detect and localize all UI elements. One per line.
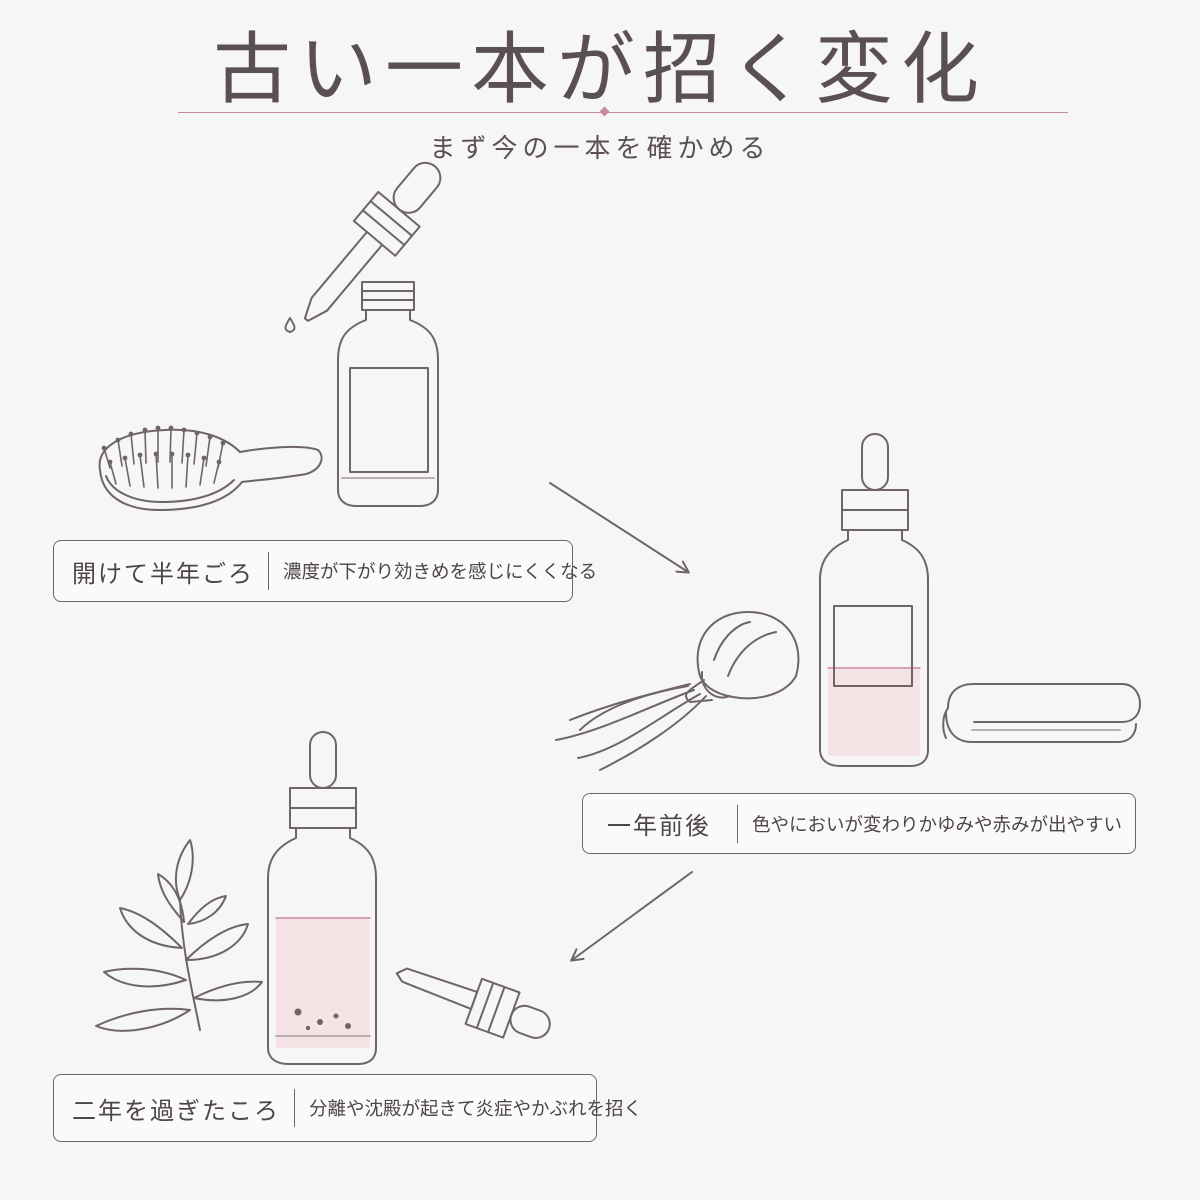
stage-separator <box>294 1089 295 1127</box>
folded-towel-icon <box>942 683 1141 743</box>
stage-label: 二年を過ぎたころ <box>72 1096 280 1125</box>
leaf-branch-icon <box>95 839 263 1032</box>
stage-box-one-year: 一年前後 色やにおいが変わりかゆみや赤みが出やすい <box>582 793 1136 854</box>
arrow-icon <box>549 482 690 574</box>
stage-separator <box>737 804 738 843</box>
serum-bottle-icon <box>267 731 377 1065</box>
stage-box-half-year: 開けて半年ごろ 濃度が下がり効きめを感じにくくなる <box>53 540 597 602</box>
stage-separator <box>268 552 269 590</box>
arrow-icon <box>570 871 693 962</box>
stage-description: 濃度が下がり効きめを感じにくくなる <box>283 562 598 583</box>
page-subtitle: まず今の一本を確かめる <box>429 134 771 164</box>
dropper-icon <box>395 967 551 1039</box>
stage-description: 色やにおいが変わりかゆみや赤みが出やすい <box>752 814 1123 836</box>
serum-bottle-icon <box>337 281 439 507</box>
stage-label: 一年前後 <box>607 812 711 840</box>
hair-ponytail-icon <box>555 611 800 771</box>
stage-label: 開けて半年ごろ <box>72 559 254 588</box>
title-divider <box>178 112 1068 113</box>
stage-box-two-years: 二年を過ぎたころ 分離や沈殿が起きて炎症やかぶれを招く <box>53 1074 642 1142</box>
hair-brush-icon <box>98 425 323 511</box>
serum-bottle-icon <box>819 433 929 767</box>
dropper-icon <box>284 161 442 333</box>
page-title: 古い一本が招く変化 <box>212 25 987 115</box>
stage-description: 分離や沈殿が起きて炎症やかぶれを招く <box>309 1099 643 1120</box>
